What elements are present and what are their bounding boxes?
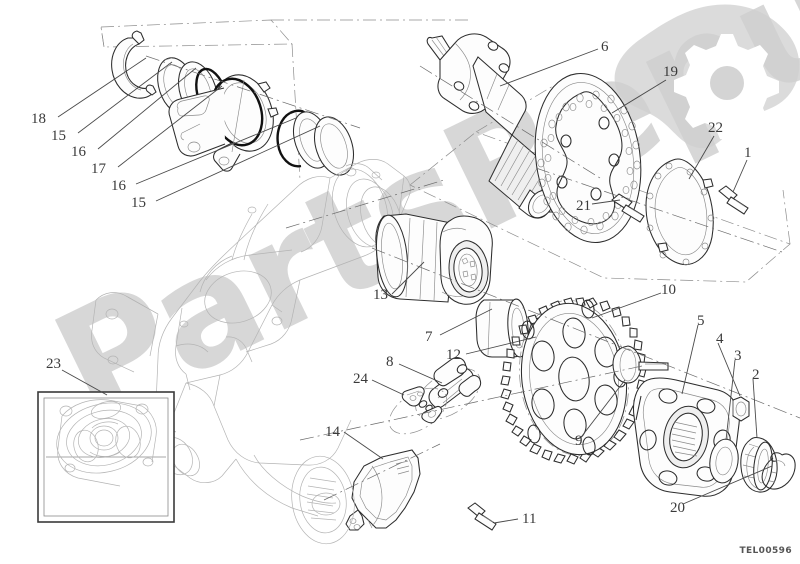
- group-boundary-right: [409, 85, 791, 283]
- callout-16a[interactable]: 16: [71, 144, 86, 160]
- part-ring-nut-2: [740, 437, 778, 493]
- callout-22[interactable]: 22: [708, 120, 723, 136]
- part-eccentric-hub-17: [168, 74, 279, 172]
- part-nut-4: [732, 396, 750, 422]
- callout-16b[interactable]: 16: [111, 178, 126, 194]
- callout-20[interactable]: 20: [670, 500, 685, 516]
- part-screw-1: [718, 185, 749, 215]
- callout-21[interactable]: 21: [576, 198, 591, 214]
- callout-5[interactable]: 5: [697, 313, 705, 329]
- callout-24[interactable]: 24: [353, 371, 368, 387]
- part-wheel-spindle-6: [426, 33, 563, 219]
- callout-18[interactable]: 18: [31, 111, 46, 127]
- group-boundary-upper-left: [100, 19, 470, 181]
- leader-lines: [57, 48, 773, 524]
- part-chain-guard-14: [291, 449, 421, 545]
- callout-4[interactable]: 4: [716, 331, 724, 347]
- callout-23[interactable]: 23: [46, 356, 61, 372]
- part-flange-ring-22: [645, 158, 715, 266]
- callout-6[interactable]: 6: [601, 39, 609, 55]
- callout-14[interactable]: 14: [325, 424, 340, 440]
- callout-17[interactable]: 17: [91, 161, 106, 177]
- part-hub-pin-9: [612, 345, 669, 384]
- inset-box-23: [37, 391, 175, 523]
- part-disc-bolt-21: [611, 193, 645, 223]
- callout-3[interactable]: 3: [734, 348, 742, 364]
- part-eccentric-adjuster-13: [375, 213, 493, 305]
- callout-1[interactable]: 1: [744, 145, 752, 161]
- part-brake-disc-19: [534, 72, 642, 244]
- callout-15b[interactable]: 15: [131, 195, 146, 211]
- part-chain-link-8: [415, 357, 482, 420]
- callout-19[interactable]: 19: [663, 64, 678, 80]
- callout-13[interactable]: 13: [373, 287, 388, 303]
- part-washer-3: [709, 438, 739, 484]
- callout-15a[interactable]: 15: [51, 128, 66, 144]
- part-circlip-18: [111, 30, 157, 99]
- part-split-pin-20: [761, 452, 796, 490]
- part-spacer-ring-15b: [314, 116, 354, 176]
- callout-11[interactable]: 11: [522, 511, 537, 527]
- part-guard-screw-11: [467, 502, 497, 531]
- axis-lines: [145, 55, 800, 501]
- callout-2[interactable]: 2: [752, 367, 760, 383]
- document-code: TEL00596: [739, 546, 792, 556]
- callout-12[interactable]: 12: [446, 347, 461, 363]
- callout-8[interactable]: 8: [386, 354, 394, 370]
- callout-7[interactable]: 7: [425, 329, 433, 345]
- callout-10[interactable]: 10: [661, 282, 676, 298]
- part-rear-sprocket-10: [500, 297, 647, 465]
- callout-9[interactable]: 9: [575, 433, 583, 449]
